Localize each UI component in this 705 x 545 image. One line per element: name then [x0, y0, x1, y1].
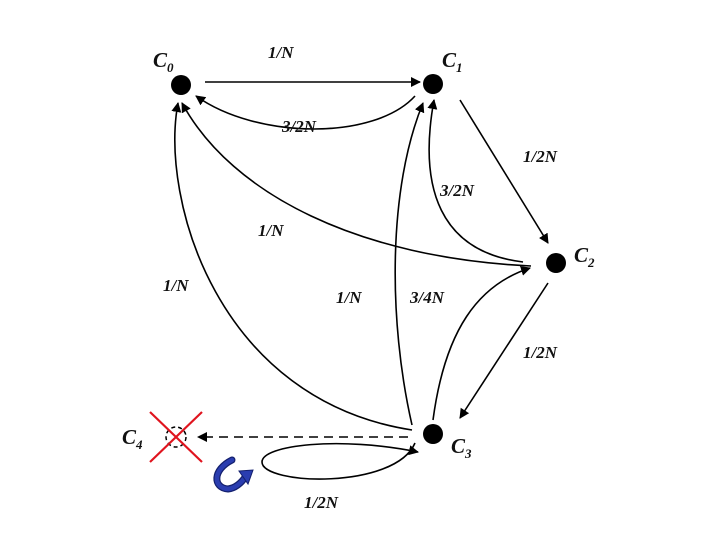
edge-label-c2-to-c1: 3/2N [439, 181, 475, 200]
removed-cross-mark [149, 411, 203, 463]
edge-label-c3-self: 1/2N [304, 493, 339, 512]
edge-label-c3-to-c2: 3/4N [409, 288, 445, 307]
node-label-c4: C4 [122, 425, 143, 452]
edge-label-c0-to-c1: 1/N [268, 43, 294, 62]
curved-arrow-icon [213, 456, 254, 493]
edge-label-c2-to-c0: 1/N [258, 221, 284, 240]
edge-c2-to-c0 [181, 102, 532, 267]
edge-c1-to-c2 [459, 99, 549, 244]
node-c4 [165, 426, 187, 448]
node-c3 [423, 424, 443, 444]
node-label-c2: C2 [574, 243, 595, 270]
node-label-c0: C0 [153, 48, 174, 75]
edge-label-c3-to-c1: 1/N [336, 288, 362, 307]
edge-label-c3-to-c0: 1/N [163, 276, 189, 295]
edge-label-c1-to-c0: 3/2N [281, 117, 317, 136]
edge-c2-to-c3 [459, 282, 549, 419]
edge-c3-to-c1 [394, 102, 425, 426]
edge-c1-to-c0 [195, 95, 416, 130]
edge-c2-to-c1 [427, 99, 524, 263]
edge-label-c2-to-c3: 1/2N [523, 343, 558, 362]
edge-c3-self-loop [261, 442, 419, 480]
node-label-c1: C1 [442, 48, 463, 75]
edge-c3-to-c2 [432, 266, 531, 421]
node-label-c3: C3 [451, 434, 472, 461]
node-c1 [423, 74, 443, 94]
node-c2 [546, 253, 566, 273]
node-c0 [171, 75, 191, 95]
edge-c3-to-c0 [171, 102, 413, 431]
node-c4-removed [149, 411, 203, 463]
edge-label-c1-to-c2: 1/2N [523, 147, 558, 166]
